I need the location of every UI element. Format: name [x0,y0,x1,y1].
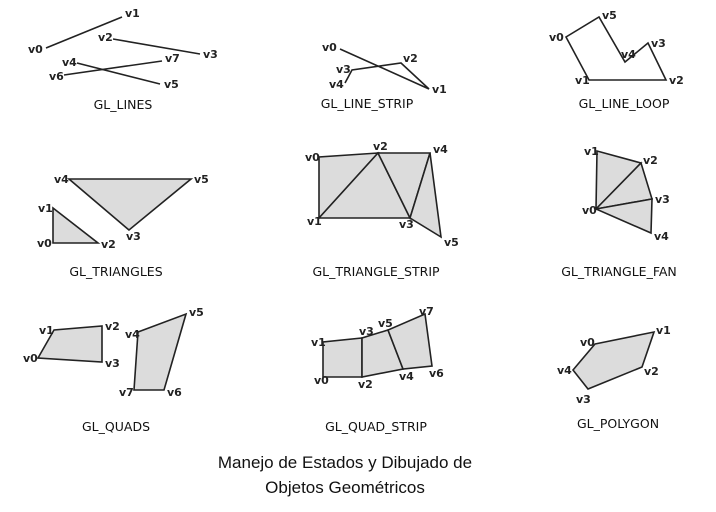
line-segment [45,16,123,49]
vertex-label-v1: v1 [432,83,447,96]
vertex-label-v5: v5 [378,317,393,330]
vertex-label-v1: v1 [656,324,671,337]
vertex-label-v4: v4 [621,48,636,61]
quad [133,312,188,391]
panel-label-line-loop: GL_LINE_LOOP [579,96,670,111]
vertex-label-v0: v0 [28,43,43,56]
vertex-label-v3: v3 [336,63,351,76]
vertex-label-v3: v3 [651,37,666,50]
panel-label-lines: GL_LINES [94,97,153,112]
vertex-label-v4: v4 [399,370,414,383]
triangle [52,206,101,244]
vertex-label-v0: v0 [322,41,337,54]
vertex-label-v5: v5 [194,173,209,186]
polygon-shape [571,330,656,390]
vertex-label-v0: v0 [37,237,52,250]
vertex-label-v3: v3 [203,48,218,61]
vertex-label-v1: v1 [575,74,590,87]
vertex-label-v5: v5 [444,236,459,249]
vertex-label-v4: v4 [329,78,344,91]
vertex-label-v2: v2 [669,74,684,87]
vertex-label-v0: v0 [314,374,329,387]
vertex-label-v3: v3 [105,357,120,370]
panel-label-quads: GL_QUADS [82,419,150,434]
vertex-label-v2: v2 [358,378,373,391]
panel-label-triangles: GL_TRIANGLES [69,264,162,279]
line-segment [63,60,163,76]
vertex-label-v7: v7 [119,386,134,399]
vertex-label-v1: v1 [311,336,326,349]
vertex-label-v4: v4 [125,328,140,341]
panel-label-triangle-strip: GL_TRIANGLE_STRIP [312,264,440,279]
panel-label-quad-strip: GL_QUAD_STRIP [325,419,427,434]
caption: Manejo de Estados y Dibujado de Objetos … [0,450,690,500]
vertex-label-v1: v1 [125,7,140,20]
vertex-label-v2: v2 [105,320,120,333]
panel-label-polygon: GL_POLYGON [577,416,659,431]
vertex-label-v2: v2 [98,31,113,44]
vertex-label-v0: v0 [549,31,564,44]
vertex-label-v3: v3 [359,325,374,338]
vertex-label-v2: v2 [643,154,658,167]
quad [36,325,103,363]
vertex-label-v7: v7 [419,305,434,318]
line-strip-path [339,48,430,90]
vertex-label-v3: v3 [399,218,414,231]
vertex-label-v5: v5 [189,306,204,319]
vertex-label-v0: v0 [23,352,38,365]
fan-triangle [593,198,653,235]
vertex-label-v6: v6 [429,367,444,380]
vertex-label-v1: v1 [39,324,54,337]
vertex-label-v4: v4 [557,364,572,377]
caption-line-2: Objetos Geométricos [265,478,425,497]
vertex-label-v6: v6 [167,386,182,399]
vertex-label-v0: v0 [582,204,597,217]
vertex-label-v6: v6 [49,70,64,83]
vertex-label-v3: v3 [576,393,591,406]
strip-quad [386,312,433,370]
vertex-label-v2: v2 [373,140,388,153]
panel-label-line-strip: GL_LINE_STRIP [321,96,414,111]
vertex-label-v1: v1 [584,145,599,158]
vertex-label-v2: v2 [101,238,116,251]
vertex-label-v5: v5 [164,78,179,91]
triangle [66,178,194,232]
vertex-label-v0: v0 [580,336,595,349]
strip-quad [322,337,363,378]
line-loop-path [564,15,668,81]
line-segment [112,38,201,55]
line-segment [76,62,161,85]
caption-line-1: Manejo de Estados y Dibujado de [217,453,473,472]
vertex-label-v4: v4 [654,230,669,243]
vertex-label-v4: v4 [433,143,448,156]
vertex-label-v3: v3 [126,230,141,243]
vertex-label-v5: v5 [602,9,617,22]
vertex-label-v1: v1 [307,215,322,228]
vertex-label-v0: v0 [305,151,320,164]
vertex-label-v2: v2 [403,52,418,65]
vertex-label-v2: v2 [644,365,659,378]
vertex-label-v1: v1 [38,202,53,215]
vertex-label-v4: v4 [54,173,69,186]
panel-label-triangle-fan: GL_TRIANGLE_FAN [561,264,677,279]
vertex-label-v3: v3 [655,193,670,206]
vertex-label-v7: v7 [165,52,180,65]
vertex-label-v4: v4 [62,56,77,69]
strip-triangle [409,152,443,239]
